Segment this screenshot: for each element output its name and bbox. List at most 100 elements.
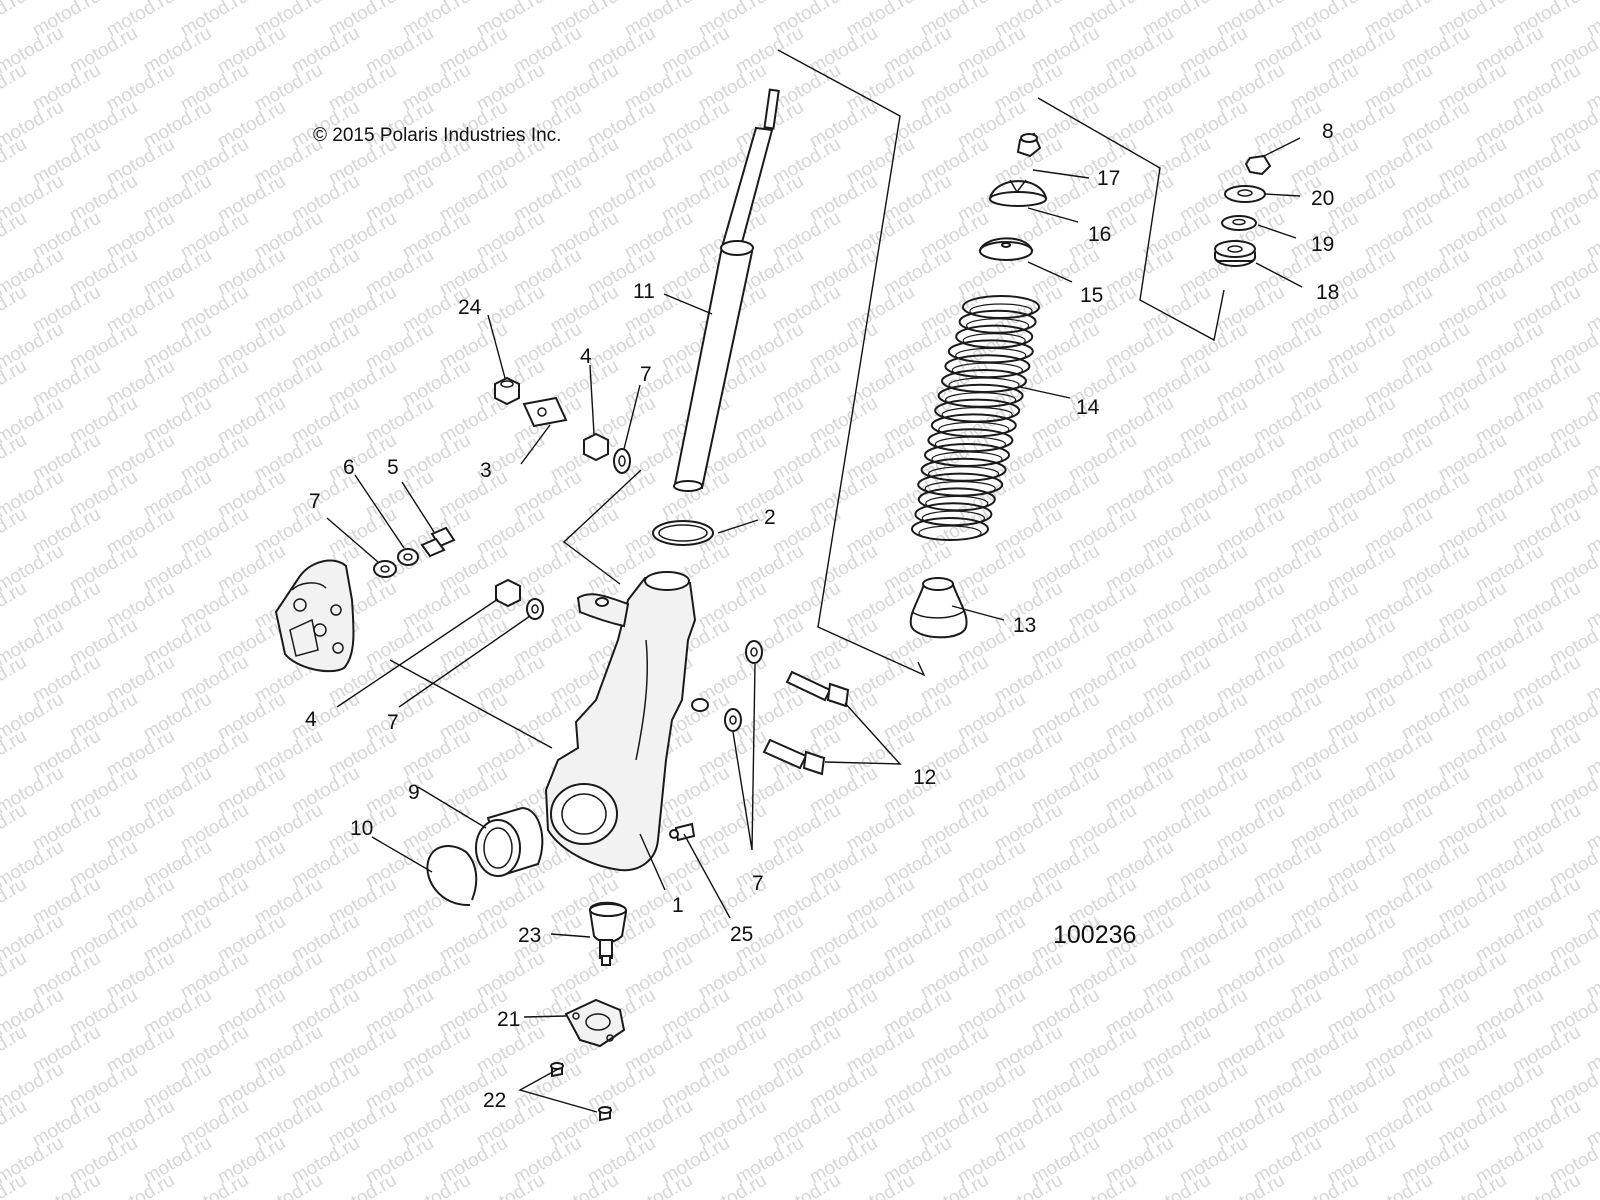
small-hardware-upper	[494, 376, 631, 474]
ball-joint	[588, 901, 628, 966]
watermark-text: motod.ru	[0, 60, 30, 116]
callout-20: 20	[1311, 187, 1334, 210]
callout-7-upper: 7	[640, 363, 652, 386]
watermark-text: motod.ru	[29, 1170, 104, 1200]
callout-14: 14	[1076, 396, 1100, 419]
callout-7-mid: 7	[387, 711, 399, 734]
callout-5: 5	[387, 456, 399, 479]
spring-coil-inner	[934, 436, 1007, 452]
spring-coil-inner	[924, 481, 996, 497]
callout-21: 21	[497, 1008, 520, 1031]
spring-coil-inner	[944, 392, 1017, 408]
callout-17: 17	[1097, 167, 1120, 190]
spring-coil-inner	[927, 466, 1000, 482]
spring-coil-inner	[925, 495, 989, 511]
bump-stop	[909, 577, 968, 639]
watermark-text: motod.ru	[0, 874, 30, 930]
callout-12: 12	[913, 766, 936, 789]
watermark-text: motod.ru	[0, 1022, 30, 1078]
watermark-text: motod.ru	[177, 1170, 252, 1200]
diagram-number: 100236	[1053, 921, 1136, 949]
leader-lines	[326, 137, 1303, 1113]
top-mount-parts	[978, 132, 1048, 261]
watermark-text: motod.ru	[325, 1170, 400, 1200]
watermark-text: motod.ru	[103, 1170, 178, 1200]
callout-2: 2	[764, 506, 776, 529]
watermark-text: motod.ru	[991, 1170, 1066, 1200]
steering-knuckle	[544, 571, 709, 872]
wheel-bearing	[475, 806, 544, 877]
watermark-text: motod.ru	[0, 282, 30, 338]
watermark-text: motod.ru	[917, 1170, 992, 1200]
spring-coil-inner	[948, 377, 1020, 393]
watermark-text: motod.ru	[0, 948, 30, 1004]
watermark-text: motod.ru	[399, 1170, 474, 1200]
callout-7-right: 7	[752, 872, 764, 895]
ball-joint-plate	[564, 998, 626, 1048]
rivets	[550, 1062, 612, 1122]
callout-23: 23	[518, 924, 541, 947]
callout-15: 15	[1080, 284, 1103, 307]
grease-fitting	[669, 822, 696, 842]
watermark-text: motod.ru	[0, 134, 30, 190]
watermark-text: motod.ru	[0, 578, 30, 634]
watermark-text: motod.ru	[0, 1096, 30, 1152]
callout-13: 13	[1013, 614, 1036, 637]
watermark-text: motod.ru	[1065, 1170, 1140, 1200]
watermark-text: motod.ru	[0, 0, 30, 41]
seal-ring	[652, 520, 714, 546]
callout-8: 8	[1322, 120, 1334, 143]
callout-labels: 1 2 3 4 4 5 6 7 7 7 7 8 9 10 11 12 13 14…	[305, 120, 1339, 1112]
shock-absorber	[673, 88, 780, 492]
watermark-text: motod.ru	[547, 1170, 622, 1200]
callout-9: 9	[408, 781, 420, 804]
watermark-text: motod.ru	[1509, 1170, 1584, 1200]
callout-16: 16	[1088, 223, 1111, 246]
spring-coil-inner	[955, 347, 1027, 363]
watermark-text: motod.ru	[1583, 1170, 1600, 1200]
callout-4-upper: 4	[580, 345, 592, 368]
callout-24: 24	[458, 296, 482, 319]
watermark-text: motod.ru	[0, 726, 30, 782]
spring-coil-inner	[969, 303, 1033, 319]
watermark-text: motod.ru	[251, 1170, 326, 1200]
knuckle-washers	[724, 640, 763, 732]
watermark-text: motod.ru	[473, 1170, 548, 1200]
callout-10: 10	[350, 817, 373, 840]
snap-ring	[426, 845, 478, 907]
spring-coil-inner	[921, 510, 986, 526]
watermark-text: motod.ru	[1435, 1170, 1510, 1200]
watermark-text: motod.ru	[621, 1170, 696, 1200]
watermark-text: motod.ru	[0, 356, 30, 412]
brake-caliper	[274, 559, 355, 673]
watermark-text: motod.ru	[769, 1170, 844, 1200]
callout-22: 22	[483, 1089, 506, 1112]
watermark-text: motod.ru	[0, 652, 30, 708]
callout-19: 19	[1311, 233, 1334, 256]
callout-3: 3	[480, 459, 492, 482]
spring-coil-inner	[918, 525, 982, 541]
watermark-text: motod.ru	[1139, 1170, 1214, 1200]
watermark-text: motod.ru	[695, 1170, 770, 1200]
spring-coil-inner	[965, 318, 1030, 334]
spring-coil-inner	[951, 362, 1024, 378]
watermark-text: motod.ru	[1287, 1170, 1362, 1200]
watermark-text: motod.ru	[1361, 1170, 1436, 1200]
spring-coil-inner	[941, 407, 1013, 423]
caliper-bolt-set	[373, 526, 456, 578]
spring-coil-inner	[938, 421, 1010, 437]
watermark-text: motod.ru	[1213, 1170, 1288, 1200]
watermark-text: motod.ru	[0, 430, 30, 486]
spring-coil-inner	[931, 451, 1003, 467]
strut-bolts	[762, 670, 850, 776]
watermark-text: motod.ru	[0, 800, 30, 856]
upper-washers	[1214, 154, 1272, 267]
callout-25: 25	[730, 923, 753, 946]
callout-7-caliper: 7	[309, 490, 321, 513]
callout-11: 11	[633, 280, 655, 303]
callout-1: 1	[672, 894, 684, 917]
spring-coil-inner	[962, 333, 1026, 349]
coil-spring	[911, 295, 1040, 541]
